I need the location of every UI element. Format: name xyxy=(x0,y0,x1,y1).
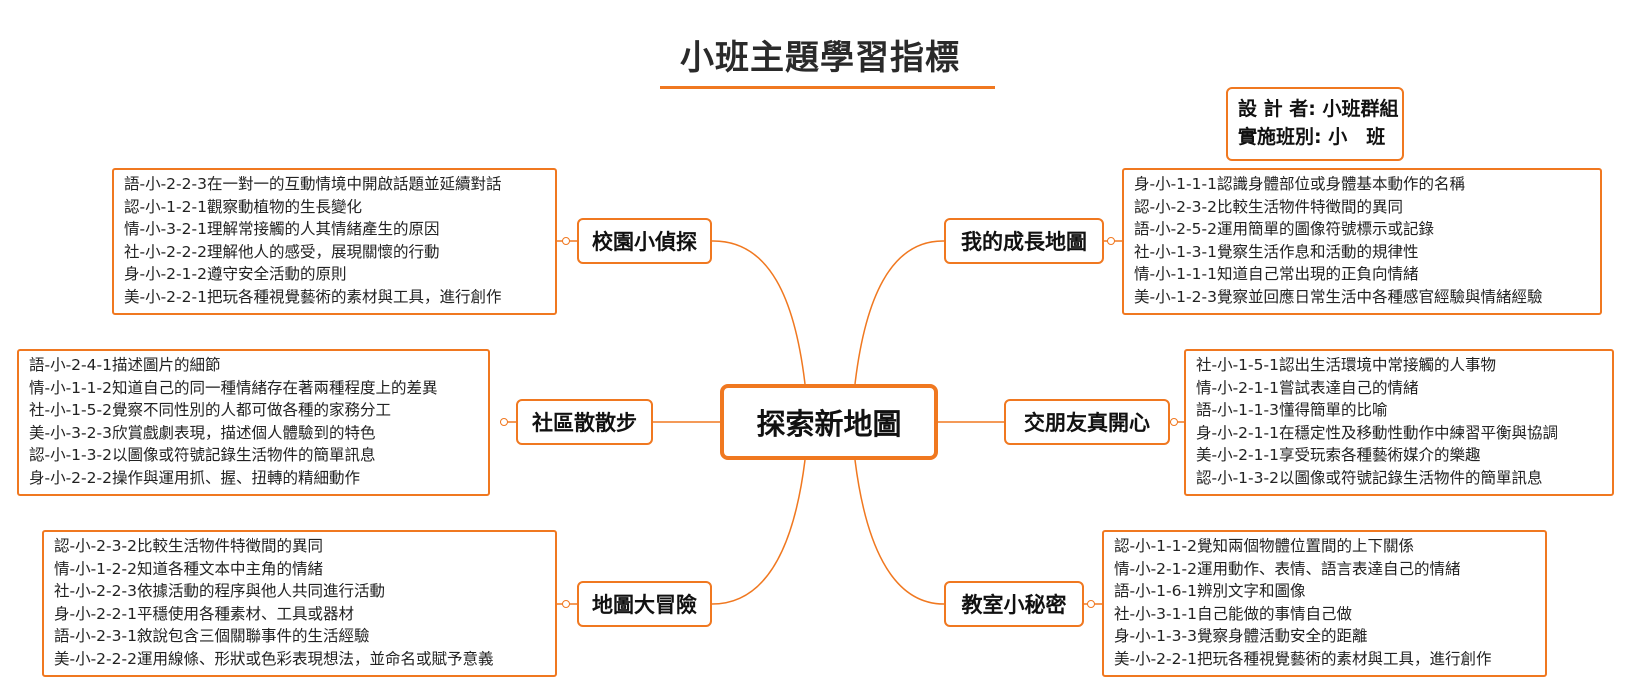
list-item: 身-小-2-2-2操作與運用抓、握、扭轉的精細動作 xyxy=(29,468,360,487)
list-item: 美-小-2-2-2運用線條、形狀或色彩表現想法，並命名或賦予意義 xyxy=(54,649,494,668)
list-item: 美-小-2-1-1享受玩索各種藝術媒介的樂趣 xyxy=(1196,446,1481,465)
list-item: 語-小-1-1-3懂得簡單的比喻 xyxy=(1196,401,1388,420)
leaf-list-adventure[interactable]: 認-小-2-3-2比較生活物件特徵間的異同 情-小-1-2-2知道各種文本中主角… xyxy=(42,530,557,677)
list-item: 社-小-1-3-1覺察生活作息和活動的規律性 xyxy=(1134,242,1419,261)
list-item: 認-小-1-2-1觀察動植物的生長變化 xyxy=(124,197,362,216)
list-item: 社-小-2-2-3依據活動的程序與他人共同進行活動 xyxy=(54,582,385,601)
list-item: 美-小-1-2-3覺察並回應日常生活中各種感官經驗與情緒經驗 xyxy=(1134,287,1543,306)
leaf-list-friends[interactable]: 社-小-1-5-1認出生活環境中常接觸的人事物 情-小-2-1-1嘗試表達自己的… xyxy=(1184,349,1614,496)
designer-value: 小班群組 xyxy=(1322,98,1399,120)
list-item: 情-小-1-2-2知道各種文本中主角的情緒 xyxy=(54,559,323,578)
list-item: 美-小-2-2-1把玩各種視覺藝術的素材與工具，進行創作 xyxy=(1114,649,1492,668)
list-item: 身-小-2-1-1在穩定性及移動性動作中練習平衡與協調 xyxy=(1196,423,1558,442)
list-item: 社-小-1-5-2覺察不同性別的人都可做各種的家務分工 xyxy=(29,401,391,420)
list-item: 語-小-2-4-1描述圖片的細節 xyxy=(29,356,221,374)
list-item: 身-小-2-2-1平穩使用各種素材、工具或器材 xyxy=(54,604,354,623)
list-item: 認-小-1-3-2以圖像或符號記錄生活物件的簡單訊息 xyxy=(1196,468,1543,487)
list-item: 認-小-1-1-2覺知兩個物體位置間的上下關係 xyxy=(1114,537,1414,555)
list-item: 語-小-2-3-1敘說包含三個關聯事件的生活經驗 xyxy=(54,627,370,646)
credits-box: 設 計 者: 小班群組 實施班別: 小 班 xyxy=(1226,87,1404,161)
list-item: 認-小-1-3-2以圖像或符號記錄生活物件的簡單訊息 xyxy=(29,446,376,465)
collapse-dot-growth[interactable] xyxy=(1107,237,1115,245)
list-item: 語-小-2-2-3在一對一的互動情境中開啟話題並延續對話 xyxy=(124,175,502,193)
list-item: 情-小-2-1-1嘗試表達自己的情緒 xyxy=(1196,378,1419,397)
list-item: 身-小-1-3-3覺察身體活動安全的距離 xyxy=(1114,627,1368,646)
connector-growth xyxy=(854,240,945,385)
collapse-dot-campus[interactable] xyxy=(562,237,570,245)
topic-community[interactable]: 社區散散步 xyxy=(516,399,653,445)
leaf-list-campus[interactable]: 語-小-2-2-3在一對一的互動情境中開啟話題並延續對話 認-小-1-2-1觀察… xyxy=(112,168,557,315)
topic-campus[interactable]: 校園小偵探 xyxy=(577,218,712,264)
list-item: 身-小-1-1-1認識身體部位或身體基本動作的名稱 xyxy=(1134,175,1465,193)
topic-classroom[interactable]: 教室小秘密 xyxy=(944,581,1084,627)
designer-label: 設 計 者: xyxy=(1238,98,1316,120)
topic-friends[interactable]: 交朋友真開心 xyxy=(1004,399,1170,445)
list-item: 美-小-3-2-3欣賞戲劇表現，描述個人體驗到的特色 xyxy=(29,423,376,442)
list-item: 社-小-3-1-1自己能做的事情自己做 xyxy=(1114,604,1352,623)
class-value: 小 班 xyxy=(1328,126,1386,148)
central-topic[interactable]: 探索新地圖 xyxy=(720,384,938,460)
topic-adventure[interactable]: 地圖大冒險 xyxy=(577,581,712,627)
list-item: 語-小-1-6-1辨別文字和圖像 xyxy=(1114,582,1306,601)
connector-campus xyxy=(711,240,806,385)
leaf-list-growth[interactable]: 身-小-1-1-1認識身體部位或身體基本動作的名稱 認-小-2-3-2比較生活物… xyxy=(1122,168,1602,315)
list-item: 情-小-3-2-1理解常接觸的人其情緒產生的原因 xyxy=(124,220,440,239)
list-item: 社-小-1-5-1認出生活環境中常接觸的人事物 xyxy=(1196,356,1496,374)
collapse-dot-friends[interactable] xyxy=(1170,418,1178,426)
list-item: 身-小-2-1-2遵守安全活動的原則 xyxy=(124,265,347,284)
list-item: 美-小-2-2-1把玩各種視覺藝術的素材與工具，進行創作 xyxy=(124,287,502,306)
designer-row: 設 計 者: 小班群組 xyxy=(1238,95,1398,123)
class-label: 實施班別: xyxy=(1238,126,1322,148)
collapse-dot-adventure[interactable] xyxy=(562,600,570,608)
list-item: 認-小-2-3-2比較生活物件特徵間的異同 xyxy=(1134,197,1403,216)
collapse-dot-community[interactable] xyxy=(500,418,508,426)
collapse-dot-classroom[interactable] xyxy=(1087,600,1095,608)
list-item: 情-小-1-1-1知道自己常出現的正負向情緒 xyxy=(1134,265,1419,284)
list-item: 情-小-1-1-2知道自己的同一種情緒存在著兩種程度上的差異 xyxy=(29,378,438,397)
leaf-list-classroom[interactable]: 認-小-1-1-2覺知兩個物體位置間的上下關係 情-小-2-1-2運用動作、表情… xyxy=(1102,530,1547,677)
class-row: 實施班別: 小 班 xyxy=(1238,123,1392,151)
topic-growth[interactable]: 我的成長地圖 xyxy=(944,218,1104,264)
list-item: 社-小-2-2-2理解他人的感受，展現關懷的行動 xyxy=(124,242,440,261)
list-item: 情-小-2-1-2運用動作、表情、語言表達自己的情緒 xyxy=(1114,559,1461,578)
connector-classroom xyxy=(854,459,945,605)
connector-adventure xyxy=(711,459,806,605)
title-underline xyxy=(660,86,995,89)
list-item: 語-小-2-5-2運用簡單的圖像符號標示或記錄 xyxy=(1134,220,1434,239)
list-item: 認-小-2-3-2比較生活物件特徵間的異同 xyxy=(54,537,323,555)
leaf-list-community[interactable]: 語-小-2-4-1描述圖片的細節 情-小-1-1-2知道自己的同一種情緒存在著兩… xyxy=(17,349,490,496)
page-title: 小班主題學習指標 xyxy=(680,38,960,78)
